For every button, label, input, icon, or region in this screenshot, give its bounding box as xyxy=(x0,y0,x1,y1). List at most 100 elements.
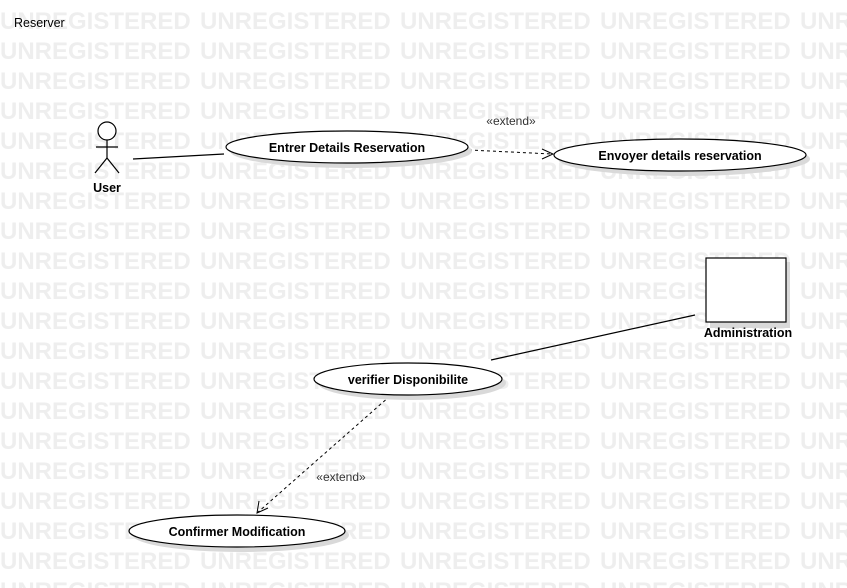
watermark-text: UNREGISTERED xyxy=(600,38,791,65)
watermark-text: UNREGISTERED xyxy=(800,158,847,185)
diagram-title: Reserver xyxy=(14,16,65,30)
watermark-text: UNREGISTERED xyxy=(800,368,847,395)
actor-label: User xyxy=(93,181,121,195)
watermark-text: UNREGISTERED xyxy=(400,218,591,245)
use-case-entrer-details-reservation[interactable]: Entrer Details Reservation xyxy=(225,130,472,168)
extend-relation-2[interactable] xyxy=(256,395,391,514)
watermark-text: UNREGISTERED xyxy=(0,98,191,125)
watermark-text: UNREGISTERED xyxy=(0,158,191,185)
watermark-text: UNREGISTERED xyxy=(0,338,191,365)
watermark-text: UNREGISTERED xyxy=(200,38,391,65)
use-case-label: verifier Disponibilite xyxy=(348,373,468,387)
watermark-text: UNREGISTERED xyxy=(200,428,391,455)
watermark-text: UNREGISTERED xyxy=(200,548,391,575)
watermark-text: UNREGISTERED xyxy=(0,578,191,588)
watermark-text: UNREGISTERED xyxy=(0,488,191,515)
watermark-text: UNREGISTERED xyxy=(400,428,591,455)
watermark-text: UNREGISTERED xyxy=(600,368,791,395)
watermark-text: UNREGISTERED xyxy=(400,38,591,65)
watermark-text: UNREGISTERED xyxy=(400,578,591,588)
watermark-text: UNREGISTERED xyxy=(400,398,591,425)
association-admin-verifier[interactable] xyxy=(490,314,696,361)
watermark-text: UNREGISTERED xyxy=(600,458,791,485)
watermark-text: UNREGISTERED xyxy=(400,188,591,215)
watermark-text: UNREGISTERED xyxy=(400,488,591,515)
watermark-text: UNREGISTERED xyxy=(600,398,791,425)
watermark-text: UNREGISTERED xyxy=(0,368,191,395)
watermark-text: UNREGISTERED xyxy=(0,248,191,275)
extend-arrowhead-1 xyxy=(541,148,555,160)
use-case-ellipse xyxy=(225,130,469,164)
watermark-text: UNREGISTERED xyxy=(400,338,591,365)
watermark-text: UNREGISTERED xyxy=(600,518,791,545)
watermark-text: UNREGISTERED xyxy=(400,308,591,335)
association-user-entrer[interactable] xyxy=(132,153,225,160)
watermark-text: UNREGISTERED xyxy=(0,188,191,215)
watermark-text: UNREGISTERED xyxy=(800,68,847,95)
watermark-text: UNREGISTERED xyxy=(200,488,391,515)
watermark-text: UNREGISTERED xyxy=(800,38,847,65)
watermark-text: UNREGISTERED xyxy=(800,8,847,35)
watermark-text: UNREGISTERED xyxy=(600,578,791,588)
extend-arrowhead-2 xyxy=(256,500,269,514)
watermark-text: UNREGISTERED xyxy=(600,98,791,125)
watermark-text: UNREGISTERED xyxy=(200,578,391,588)
use-case-verifier-disponibilite[interactable]: verifier Disponibilite xyxy=(313,362,506,400)
watermark-text: UNREGISTERED xyxy=(0,38,191,65)
watermark-text: UNREGISTERED xyxy=(0,428,191,455)
watermark-text: UNREGISTERED xyxy=(200,338,391,365)
extend-label-2: «extend» xyxy=(316,470,366,484)
watermark-text: UNREGISTERED xyxy=(200,218,391,245)
watermark-text: UNREGISTERED xyxy=(600,548,791,575)
watermark-text: UNREGISTERED xyxy=(600,8,791,35)
watermark-text: UNREGISTERED xyxy=(400,68,591,95)
watermark-text: UNREGISTERED xyxy=(800,578,847,588)
watermark-text: UNREGISTERED xyxy=(200,398,391,425)
watermark-text: UNREGISTERED xyxy=(0,458,191,485)
watermark-text: UNREGISTERED xyxy=(800,278,847,305)
watermark-text: UNREGISTERED xyxy=(800,218,847,245)
extend-relation-1[interactable] xyxy=(468,149,553,155)
use-case-ellipse xyxy=(128,514,346,548)
watermark-text: UNREGISTERED xyxy=(200,248,391,275)
watermark-text: UNREGISTERED xyxy=(400,548,591,575)
watermark-text: UNREGISTERED xyxy=(0,128,191,155)
watermark-text: UNREGISTERED xyxy=(0,8,191,35)
watermark-text: UNREGISTERED xyxy=(200,98,391,125)
use-case-label: Entrer Details Reservation xyxy=(269,141,425,155)
watermark-text: UNREGISTERED xyxy=(400,98,591,125)
extend-label-1: «extend» xyxy=(486,114,536,128)
watermark-text: UNREGISTERED xyxy=(800,518,847,545)
watermark-text: UNREGISTERED xyxy=(600,338,791,365)
watermark-text: UNREGISTERED xyxy=(800,428,847,455)
watermark-text: UNREGISTERED xyxy=(200,188,391,215)
use-case-envoyer-details-reservation[interactable]: Envoyer details reservation xyxy=(553,138,810,176)
watermark-text: UNREGISTERED xyxy=(600,68,791,95)
actor-user[interactable]: User xyxy=(93,121,121,195)
watermark-text: UNREGISTERED xyxy=(0,68,191,95)
watermark-text: UNREGISTERED xyxy=(0,308,191,335)
watermark-text: UNREGISTERED xyxy=(800,98,847,125)
watermark-text: UNREGISTERED xyxy=(0,218,191,245)
use-case-confirmer-modification[interactable]: Confirmer Modification xyxy=(128,514,349,552)
watermark-text: UNREGISTERED xyxy=(0,278,191,305)
use-case-ellipse xyxy=(553,138,807,172)
watermark-text: UNREGISTERED xyxy=(600,488,791,515)
watermark-text: UNREGISTERED xyxy=(0,398,191,425)
actor-label: Administration xyxy=(704,326,792,340)
watermark-text: UNREGISTERED xyxy=(400,458,591,485)
watermark-text: UNREGISTERED xyxy=(400,278,591,305)
watermark-text: UNREGISTERED xyxy=(600,428,791,455)
watermark-text: UNREGISTERED xyxy=(600,218,791,245)
watermark-text: UNREGISTERED xyxy=(800,128,847,155)
watermark-text: UNREGISTERED xyxy=(200,308,391,335)
actor-box-icon xyxy=(705,257,787,323)
watermark-text: UNREGISTERED xyxy=(200,8,391,35)
watermark-text: UNREGISTERED xyxy=(800,248,847,275)
watermark-text: UNREGISTERED xyxy=(800,338,847,365)
actor-administration[interactable]: Administration xyxy=(704,257,792,340)
watermark-text: UNREGISTERED xyxy=(800,398,847,425)
